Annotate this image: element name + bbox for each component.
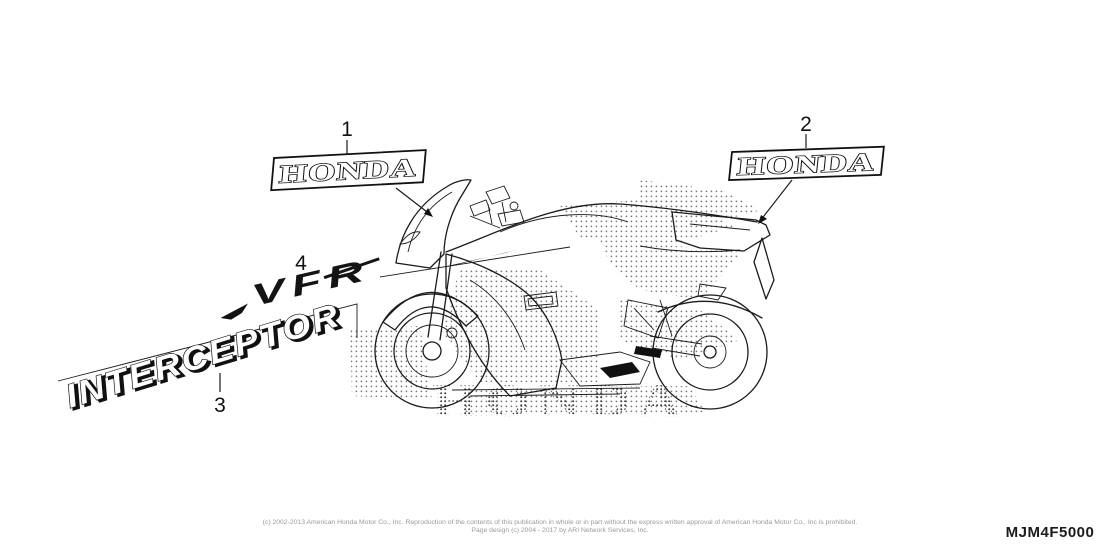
engine-swingarm: [559, 283, 727, 387]
rear-hugger: [657, 300, 763, 319]
honda-mark-rear[interactable]: HONDA: [728, 145, 885, 182]
interceptor-mark[interactable]: INTERCEPTOR INTERCEPTOR: [61, 295, 349, 417]
tank-line-inner: [499, 214, 629, 233]
arrowhead-2: [758, 215, 767, 224]
honda-ghost-watermark: HONDA: [432, 375, 688, 427]
front-cowl-windscreen: [395, 179, 472, 269]
front-fork: [427, 251, 453, 341]
callout-number-3[interactable]: 3: [214, 394, 226, 417]
diagram-part-code: MJM4F5000: [1006, 524, 1095, 541]
tank-seat-line: [445, 203, 758, 253]
vfr-decal-in-place: [443, 250, 516, 267]
motorcycle-illustration: HONDA: [350, 179, 775, 427]
callout-number-2[interactable]: 2: [800, 113, 812, 136]
svg-text:HONDA: HONDA: [278, 155, 418, 189]
front-fender: [382, 291, 479, 331]
middle-fairing: [445, 253, 641, 397]
callout-number-1[interactable]: 1: [341, 118, 353, 141]
svg-text:HONDA: HONDA: [736, 149, 877, 181]
copyright-line-1: (c) 2002-2013 American Honda Motor Co., …: [263, 519, 858, 526]
callout-number-4[interactable]: 4: [295, 252, 307, 275]
callout-3-group: INTERCEPTOR INTERCEPTOR 3: [57, 295, 358, 417]
tail-section: [639, 211, 775, 300]
arrowhead-1: [424, 208, 433, 217]
handlebar-mirror-cluster: [469, 185, 525, 229]
cowl-edge-reference-line: [57, 303, 358, 382]
honda-mark-front[interactable]: HONDA: [270, 149, 428, 192]
copyright-line-2: Page design (c) 2004 - 2017 by ARI Netwo…: [471, 527, 648, 534]
svg-text:INTERCEPTOR: INTERCEPTOR: [61, 296, 344, 415]
callout-2-group: 2 HONDA: [728, 113, 885, 224]
callout-1-group: 1 HONDA: [270, 118, 433, 217]
